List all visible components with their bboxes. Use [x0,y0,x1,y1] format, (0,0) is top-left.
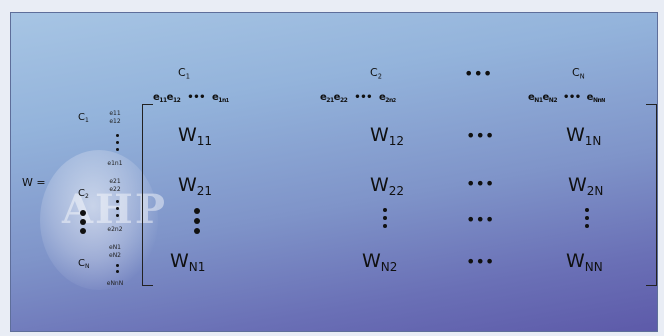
coln-vdot [585,216,589,220]
rown-ellipsis: ••• [466,252,495,271]
row-cluster-dot [80,210,86,216]
col-cluster-1: C1 [178,66,190,81]
col-cluster-ellipsis: ••• [464,64,493,83]
row-cluster-1: C1 [78,112,89,125]
watermark-logo [40,150,158,290]
col-elements-2: e21e22 ••• e2n2 [320,92,396,105]
row-elem-dot [116,264,119,267]
row-cluster-n: CN [78,258,90,271]
row-elem-1-2: e12 [109,118,121,125]
col-cluster-n: CN [572,66,585,81]
cell-wn2: WN2 [362,250,398,275]
cell-w21: W21 [178,174,213,199]
cell-wn1: WN1 [170,250,206,275]
cell-w11: W11 [178,124,213,149]
row-elem-dot [116,270,119,273]
row-elem-2-2: e22 [109,186,121,193]
row-elem-dot [116,207,119,210]
col1-vdot [194,218,200,224]
col2-vdot [383,216,387,220]
cell-w22: W22 [370,174,405,199]
cell-w12: W12 [370,124,405,149]
row-elem-dot [116,148,119,151]
watermark-letters: AHP [62,186,167,233]
col-elements-1: e11e12 ••• e1n1 [153,92,229,105]
col2-vdot [383,224,387,228]
coln-vdot [585,224,589,228]
col1-vdot [194,228,200,234]
row-elem-n-n: eNnN [106,280,124,287]
row-cluster-dot [80,219,86,225]
row-elem-dot [116,134,119,137]
cell-w2n: W2N [568,174,604,199]
col2-vdot [383,208,387,212]
row2-ellipsis: ••• [466,174,495,193]
row-elem-2-n: e2n2 [107,226,123,233]
row-elem-1-1: e11 [109,110,121,117]
row-elem-dot [116,200,119,203]
row3-ellipsis: ••• [466,210,495,229]
cell-wnn: WNN [566,250,603,275]
matrix-right-bracket [646,104,657,286]
row-elem-n-1: eN1 [109,244,121,251]
row-elem-1-n: e1n1 [107,160,123,167]
row-cluster-dot [80,228,86,234]
col1-vdot [194,208,200,214]
row-elem-dot [116,141,119,144]
matrix-label: W = [22,176,46,189]
row-elem-2-1: e21 [109,178,121,185]
row-elem-dot [116,214,119,217]
col-cluster-2: C2 [370,66,382,81]
col-elements-n: eN1eN2 ••• eNnN [528,92,605,105]
matrix-left-bracket [142,104,153,286]
row1-ellipsis: ••• [466,126,495,145]
coln-vdot [585,208,589,212]
cell-w1n: W1N [566,124,602,149]
row-elem-n-2: eN2 [109,252,121,259]
row-cluster-2: C2 [78,188,89,201]
